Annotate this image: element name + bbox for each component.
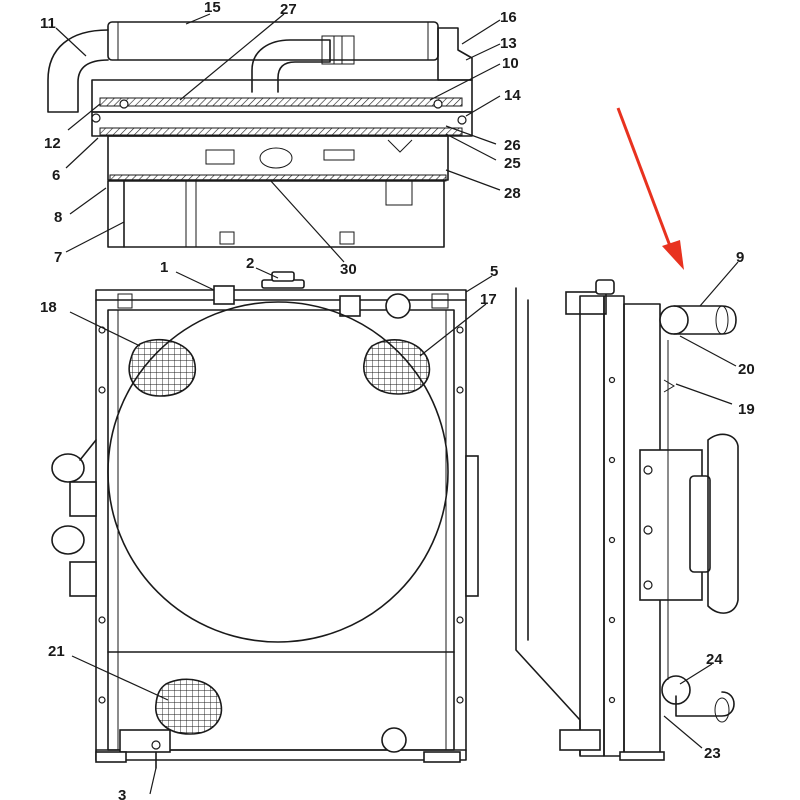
left-bracket-upper (69, 481, 97, 517)
elbow-pipe (47, 29, 109, 113)
callout-24: 24 (706, 651, 723, 668)
callout-26: 26 (504, 137, 521, 154)
fan-opening (107, 301, 449, 643)
callout-19: 19 (738, 401, 755, 418)
hatched-seal-upper (99, 97, 463, 107)
callout-11: 11 (40, 15, 56, 32)
callout-28: 28 (504, 185, 521, 202)
callout-25: 25 (504, 155, 521, 172)
side-upper-pipe (659, 305, 689, 335)
inlet-pipe-lower (51, 525, 85, 555)
inlet-pipe-upper (51, 453, 85, 483)
callout-20: 20 (738, 361, 755, 378)
callout-6: 6 (52, 167, 60, 184)
callout-7: 7 (54, 249, 62, 266)
mesh-guard-17 (363, 339, 431, 395)
shroud-box (107, 135, 449, 181)
left-bracket-lower (69, 561, 97, 597)
side-view (515, 279, 739, 761)
leader-lines (55, 13, 739, 795)
bolt-holes (98, 326, 464, 704)
reservoir (707, 433, 739, 614)
callout-8: 8 (54, 209, 62, 226)
hatched-seal-lower (109, 174, 447, 182)
callout-2: 2 (246, 255, 254, 272)
side-shroud (515, 287, 581, 756)
callout-16: 16 (500, 9, 517, 26)
upper-charge-tube (107, 21, 439, 61)
callout-30: 30 (340, 261, 357, 278)
lower-housing (107, 180, 445, 248)
upper-outlet (385, 293, 411, 319)
callout-27: 27 (280, 1, 297, 18)
callout-10: 10 (502, 55, 519, 72)
callout-23: 23 (704, 745, 721, 762)
callout-13: 13 (500, 35, 517, 52)
callout-15: 15 (204, 0, 221, 16)
callout-21: 21 (48, 643, 65, 660)
lower-outlet (381, 727, 407, 753)
hatched-seal-middle (99, 127, 463, 136)
side-frame-left (579, 295, 605, 757)
end-bracket (437, 27, 473, 81)
top-view (47, 21, 473, 248)
callout-17: 17 (480, 291, 497, 308)
callout-3: 3 (118, 787, 126, 800)
callout-labels: 15 27 11 16 13 10 14 12 26 6 25 28 8 7 3… (40, 0, 755, 800)
mesh-guard-18 (128, 338, 197, 397)
top-frame (91, 79, 473, 113)
mesh-guard-21 (155, 678, 223, 735)
connecting-pipe (251, 39, 331, 93)
callout-18: 18 (40, 299, 57, 316)
callout-9: 9 (736, 249, 744, 266)
callout-1: 1 (160, 259, 168, 276)
red-arrow-indicator (616, 107, 684, 270)
callout-5: 5 (490, 263, 498, 280)
callout-14: 14 (504, 87, 521, 104)
front-view (51, 271, 479, 769)
callout-12: 12 (44, 135, 61, 152)
